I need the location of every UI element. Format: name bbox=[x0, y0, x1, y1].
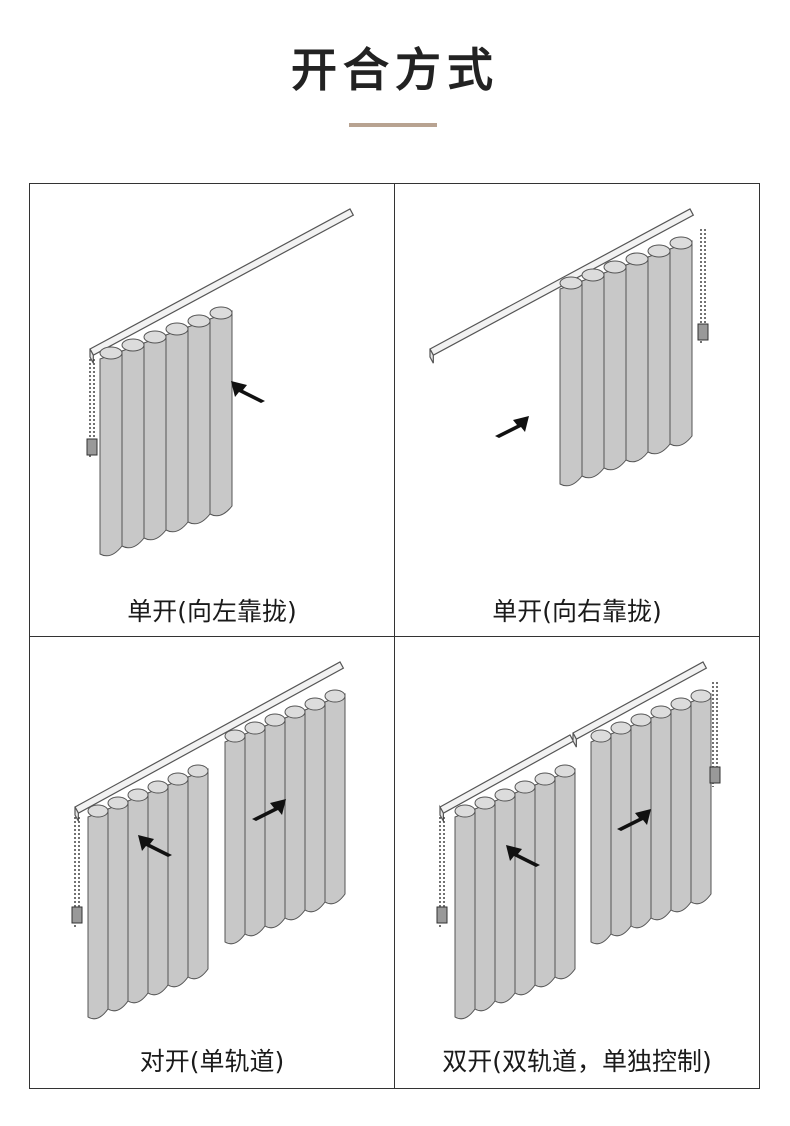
curtain-slat bbox=[650, 709, 672, 921]
slat-hanger bbox=[494, 788, 516, 802]
direction-arrow bbox=[506, 845, 540, 867]
curtain-slat bbox=[603, 264, 627, 471]
slat-hanger bbox=[625, 252, 649, 266]
chain-weight bbox=[436, 906, 448, 924]
slat-hanger bbox=[224, 729, 246, 743]
curtain-slat bbox=[690, 693, 712, 905]
slat-hanger bbox=[630, 713, 652, 727]
slat-hanger bbox=[284, 705, 306, 719]
slat-hanger bbox=[121, 338, 145, 352]
grid-divider-horizontal bbox=[30, 636, 759, 637]
slat-hanger bbox=[554, 764, 576, 778]
slat-hanger bbox=[87, 804, 109, 818]
slat-hanger bbox=[514, 780, 536, 794]
slat-hanger bbox=[244, 721, 266, 735]
curtain-slat bbox=[670, 701, 692, 913]
slat-hanger bbox=[603, 260, 627, 274]
single-open-right-illustration bbox=[429, 208, 709, 487]
curtain-slat bbox=[454, 808, 476, 1020]
panel-single-left: 单开(向左靠拢) bbox=[30, 184, 394, 636]
slat-hanger bbox=[143, 330, 167, 344]
slat-hanger bbox=[127, 788, 149, 802]
curtain-slat bbox=[107, 800, 129, 1012]
slat-hanger bbox=[165, 322, 189, 336]
curtain-slat bbox=[304, 701, 326, 913]
curtain-slat bbox=[534, 776, 556, 988]
panel-caption: 单开(向左靠拢) bbox=[127, 597, 297, 626]
chain-weight bbox=[709, 766, 721, 784]
slat-hanger bbox=[610, 721, 632, 735]
slat-hanger bbox=[107, 796, 129, 810]
curtain-slat bbox=[494, 792, 516, 1004]
slat-hanger bbox=[264, 713, 286, 727]
curtain-slat bbox=[559, 280, 583, 487]
curtain-slat bbox=[284, 709, 306, 921]
page-title: 开合方式 bbox=[291, 43, 499, 97]
curtain-slat bbox=[581, 272, 605, 479]
direction-arrow bbox=[252, 799, 286, 821]
slat-hanger bbox=[454, 804, 476, 818]
single-open-left-illustration bbox=[86, 208, 355, 557]
panel-caption: 对开(单轨道) bbox=[139, 1047, 285, 1076]
direction-arrow bbox=[617, 809, 651, 831]
slat-hanger bbox=[167, 772, 189, 786]
slat-hanger bbox=[534, 772, 556, 786]
opening-methods-grid: 单开(向左靠拢) 单开(向右靠拢) 对开(单轨道) 双开(双轨道，单独控制) bbox=[29, 183, 760, 1089]
curtain-slat bbox=[143, 334, 167, 541]
slat-hanger bbox=[187, 764, 209, 778]
slat-hanger bbox=[324, 689, 346, 703]
slat-hanger bbox=[209, 306, 233, 320]
center-open-single-track-illustration bbox=[71, 661, 346, 1020]
panel-caption: 单开(向右靠拢) bbox=[492, 597, 662, 626]
title-underline bbox=[349, 123, 437, 127]
curtain-slat bbox=[167, 776, 189, 988]
chain-weight bbox=[86, 438, 98, 456]
slat-hanger bbox=[669, 236, 693, 250]
panel-center-open: 对开(单轨道) bbox=[30, 637, 394, 1089]
slat-hanger bbox=[304, 697, 326, 711]
direction-arrow bbox=[138, 835, 172, 857]
slat-hanger bbox=[590, 729, 612, 743]
curtain-slat bbox=[647, 248, 671, 455]
chain-weight bbox=[697, 323, 709, 341]
slat-hanger bbox=[187, 314, 211, 328]
curtain-slat bbox=[625, 256, 649, 463]
curtain-slat bbox=[324, 693, 346, 905]
curtain-slat bbox=[127, 792, 149, 1004]
rail-end-cap bbox=[429, 348, 434, 364]
double-open-dual-track-illustration bbox=[436, 661, 721, 1020]
slat-hanger bbox=[690, 689, 712, 703]
curtain-slat bbox=[514, 784, 536, 996]
slat-hanger bbox=[581, 268, 605, 282]
direction-arrow bbox=[231, 381, 265, 403]
curtain-slat bbox=[244, 725, 266, 937]
curtain-slat bbox=[147, 784, 169, 996]
curtain-slat bbox=[187, 768, 209, 980]
panel-caption: 双开(双轨道，单独控制) bbox=[442, 1047, 712, 1076]
chain-weight bbox=[71, 906, 83, 924]
curtain-slat bbox=[209, 310, 233, 517]
slat-hanger bbox=[474, 796, 496, 810]
curtain-slat bbox=[87, 808, 109, 1020]
slat-hanger bbox=[670, 697, 692, 711]
panel-single-right: 单开(向右靠拢) bbox=[395, 184, 759, 636]
slat-hanger bbox=[647, 244, 671, 258]
slat-hanger bbox=[650, 705, 672, 719]
panel-double-open: 双开(双轨道，单独控制) bbox=[395, 637, 759, 1089]
curtain-slat bbox=[99, 350, 123, 557]
curtain-slat bbox=[187, 318, 211, 525]
curtain-slat bbox=[224, 733, 246, 945]
curtain-slat bbox=[165, 326, 189, 533]
curtain-slat bbox=[669, 240, 693, 447]
rail-end-cap bbox=[572, 732, 577, 748]
curtain-slat bbox=[554, 768, 576, 980]
slat-hanger bbox=[147, 780, 169, 794]
curtain-slat bbox=[121, 342, 145, 549]
slat-hanger bbox=[99, 346, 123, 360]
curtain-slat bbox=[264, 717, 286, 929]
direction-arrow bbox=[495, 416, 529, 438]
curtain-slat bbox=[474, 800, 496, 1012]
curtain-slat bbox=[590, 733, 612, 945]
slat-hanger bbox=[559, 276, 583, 290]
